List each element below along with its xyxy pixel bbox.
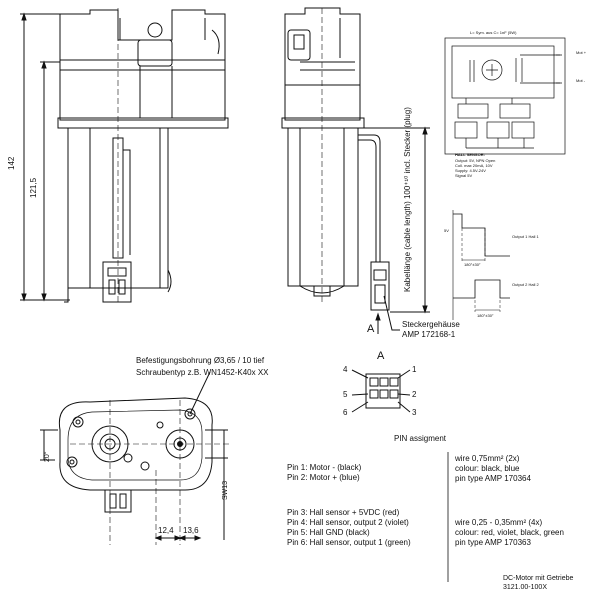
- pin-entry: Pin 1: Motor - (black): [287, 463, 362, 472]
- pin-3-label: 3: [412, 408, 417, 417]
- wire-spec-line: pin type AMP 170363: [455, 538, 531, 547]
- timing-level: 5V: [444, 228, 449, 233]
- pin-entry: Pin 5: Hall GND (black): [287, 528, 370, 537]
- pin-entry: Pin 2: Motor + (blue): [287, 473, 360, 482]
- dim-12-4: 12,4: [158, 526, 174, 535]
- pin-6-label: 6: [343, 408, 348, 417]
- wire-spec-line: colour: black, blue: [455, 464, 520, 473]
- timing-output-2: Output 2 Hall 2: [512, 282, 539, 287]
- schematic-mot-plus: Mot +: [576, 50, 587, 55]
- pin-entry: Pin 6: Hall sensor, output 1 (green): [287, 538, 411, 547]
- pin-entry: Pin 3: Hall sensor + 5VDC (red): [287, 508, 400, 517]
- motor-front-view: [57, 9, 229, 303]
- timing-angle-2: 180°±30°: [477, 313, 494, 318]
- wire-spec-line: colour: red, violet, black, green: [455, 528, 564, 537]
- title-block: DC-Motor mit Getriebe 3121.00-100X: [503, 574, 573, 592]
- timing-angle-1: 180°±30°: [464, 262, 481, 267]
- schematic-caption: L= Sym. aus C= 1nF (5W): [470, 30, 517, 35]
- schematic-mot-minus: Mot -: [576, 78, 586, 83]
- connector-housing-part: AMP 172168-1: [402, 330, 456, 339]
- pin-2-label: 2: [412, 390, 417, 399]
- dimension-lines: [20, 8, 430, 334]
- pin-entry: Pin 4: Hall sensor, output 2 (violet): [287, 518, 409, 527]
- dim-cable-length: Kabellänge (cable length) 100⁺¹⁰ incl. S…: [403, 107, 412, 292]
- pin-4-label: 4: [343, 365, 348, 374]
- pin-1-label: 1: [412, 365, 417, 374]
- dim-13-6: 13,6: [183, 526, 199, 535]
- dim-body-length: 121,5: [29, 177, 38, 198]
- wire-spec-line: wire 0,75mm² (2x): [455, 454, 520, 463]
- pins-hall-list: Pin 3: Hall sensor + 5VDC (red) Pin 4: H…: [287, 508, 411, 548]
- connector-housing-label: Steckergehäuse: [402, 320, 460, 329]
- pin-assignment-caption: PIN assigment: [394, 434, 447, 443]
- mounting-hole-text: Befestigungsbohrung Ø3,65 / 10 tief: [136, 356, 265, 365]
- screw-type-text: Schraubentyp z.B. WN1452-K40x XX: [136, 368, 269, 377]
- title-line-2: 3121.00-100X: [503, 584, 547, 591]
- view-marker-a: A: [367, 323, 375, 335]
- circuit-schematic: [444, 37, 566, 155]
- pins-motor-list: Pin 1: Motor - (black) Pin 2: Motor + (b…: [287, 463, 361, 483]
- title-line-1: DC-Motor mit Getriebe: [503, 575, 574, 582]
- dim-angle-20: 20°: [44, 451, 51, 462]
- pin-view-title: A: [377, 350, 385, 362]
- motor-bottom-view: [40, 371, 230, 545]
- hall-timing-diagram: [452, 210, 510, 320]
- wire-spec-line: wire 0,25 - 0,35mm² (4x): [455, 518, 543, 527]
- wire-motor-spec: wire 0,75mm² (2x) colour: black, blue pi…: [455, 454, 531, 484]
- hall-note: Supply: 4.5V-24V: [455, 168, 486, 173]
- dim-total-length: 142: [7, 156, 16, 170]
- wire-hall-spec: wire 0,25 - 0,35mm² (4x) colour: red, vi…: [455, 518, 564, 548]
- hall-note: Coll. max 20mA, 10V: [455, 163, 493, 168]
- pin-view: [351, 369, 411, 413]
- hall-note: Output: 5V, NPN Open: [455, 158, 496, 163]
- wire-spec-line: pin type AMP 170364: [455, 474, 531, 483]
- dim-sw: SW13: [222, 480, 229, 500]
- hall-sensor-title: HALL SENSOR:: [455, 152, 485, 157]
- timing-output-1: Output 1 Hall 1: [512, 234, 539, 239]
- pin-5-label: 5: [343, 390, 348, 399]
- hall-note: Signal 5V: [455, 173, 473, 178]
- hall-sensor-notes: Output: 5V, NPN Open Coll. max 20mA, 10V…: [455, 158, 495, 178]
- motor-side-view: [281, 7, 390, 311]
